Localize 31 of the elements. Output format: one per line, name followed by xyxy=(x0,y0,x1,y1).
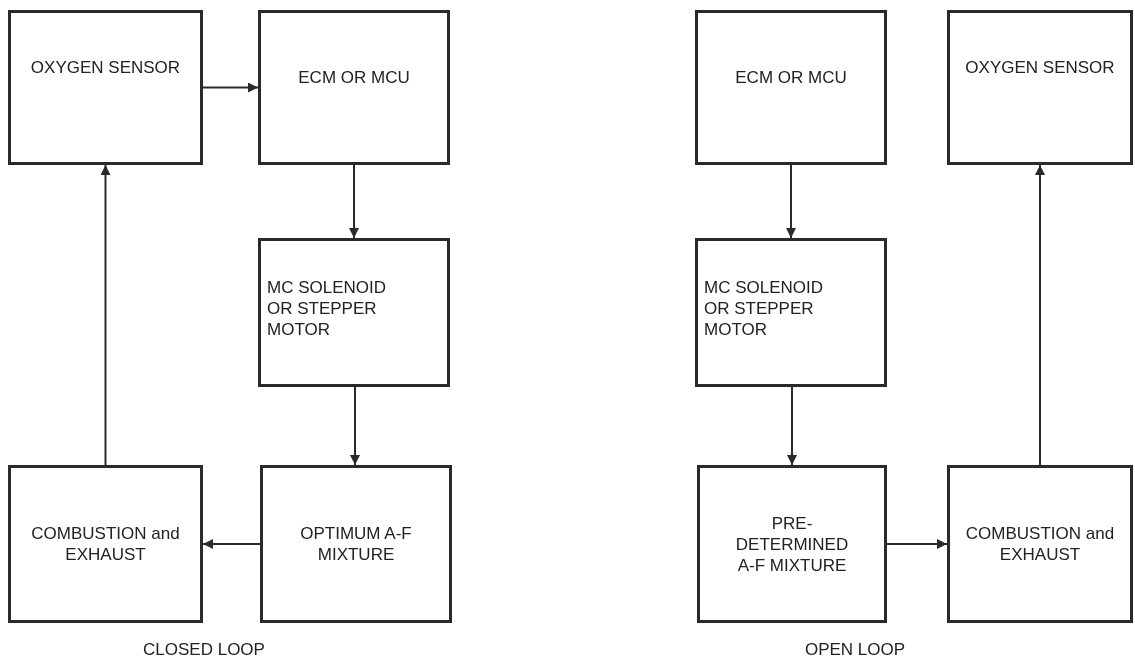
process-box xyxy=(695,10,887,165)
diagram-caption: CLOSED LOOP xyxy=(143,640,265,660)
process-box xyxy=(8,10,203,165)
process-box xyxy=(947,465,1133,623)
box-label: COMBUSTION and EXHAUST xyxy=(965,523,1115,565)
process-box xyxy=(697,465,887,623)
arrow xyxy=(350,386,360,466)
process-box xyxy=(695,238,887,387)
box-label: MC SOLENOID OR STEPPER MOTOR xyxy=(267,277,388,340)
arrow xyxy=(202,539,261,549)
arrow xyxy=(787,386,797,466)
arrow xyxy=(202,82,259,93)
process-box xyxy=(947,10,1133,165)
box-label: OXYGEN SENSOR xyxy=(30,57,181,78)
process-box xyxy=(8,465,203,623)
box-label: ECM OR MCU xyxy=(735,67,847,88)
process-box xyxy=(260,465,452,623)
arrow xyxy=(100,164,111,466)
process-box xyxy=(258,238,450,387)
diagram-caption: OPEN LOOP xyxy=(804,640,906,660)
box-label: ECM OR MCU xyxy=(298,67,410,88)
box-label: OXYGEN SENSOR xyxy=(965,57,1115,78)
box-label: OPTIMUM A-F MIXTURE xyxy=(299,523,413,565)
arrow xyxy=(886,539,948,549)
box-label: PRE- DETERMINED A-F MIXTURE xyxy=(734,512,850,576)
box-label: MC SOLENOID OR STEPPER MOTOR xyxy=(704,277,825,340)
process-box xyxy=(258,10,450,165)
arrow xyxy=(349,164,359,239)
arrow xyxy=(786,164,796,239)
arrow xyxy=(1035,164,1045,466)
box-label: COMBUSTION and EXHAUST xyxy=(30,523,181,565)
